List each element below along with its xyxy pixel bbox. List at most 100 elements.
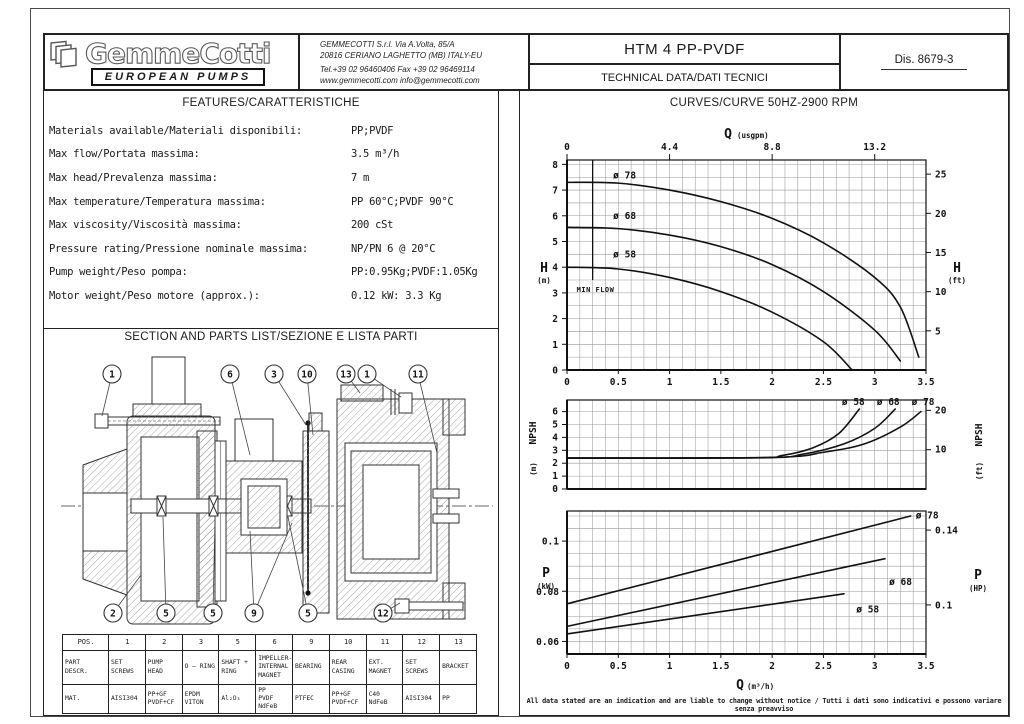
parts-table-cell: AISI304 <box>402 684 441 714</box>
curve-label: ø 78 <box>916 511 939 522</box>
x-bottom-tick: 2.5 <box>815 377 832 388</box>
callout-1 <box>102 364 122 384</box>
y-left-tick: 4 <box>552 432 558 443</box>
parts-table-cell: SET SCREWS <box>108 650 146 685</box>
parts-table-cell: SET SCREWS <box>402 650 441 685</box>
parts-table-cell: PTFEC <box>291 684 330 714</box>
feature-value: 3.5 m³/h <box>351 148 400 161</box>
callout-number: 9 <box>251 608 257 619</box>
logo-stack-icon <box>50 40 77 68</box>
y-right-axis-unit: (ft) <box>948 276 966 285</box>
feature-value: PP 60°C;PVDF 90°C <box>351 195 454 208</box>
curve-label: ø 58 <box>613 249 636 260</box>
feature-row: Max temperature/Temperatura massima: PP 6… <box>49 190 495 214</box>
callout-12 <box>373 603 393 623</box>
parts-table-cell: Al₂O₃ <box>218 684 257 714</box>
company-info: GEMMECOTTI S.r.l. Via A.Volta, 85/A 2081… <box>298 33 530 91</box>
company-line: www.gemmecotti.com info@gemmecotti.com <box>320 75 480 85</box>
x-bottom-tick: 2.5 <box>815 661 832 672</box>
features-list: Materials available/Materiali disponibil… <box>49 119 495 308</box>
parts-table-cell: IMPELLER- INTERNAL MAGNET <box>255 650 293 685</box>
y-left-tick: 0.08 <box>536 587 559 598</box>
y-right-tick: 10 <box>935 287 947 298</box>
parts-table-cell: EXT. MAGNET <box>365 650 404 685</box>
x-bottom-tick: 3.5 <box>917 377 934 388</box>
x-bottom-axis-title: Q <box>736 678 744 693</box>
x-top-axis-unit: (usgpm) <box>737 131 769 140</box>
feature-value: PP:0.95Kg;PVDF:1.05Kg <box>351 266 478 279</box>
x-bottom-tick: 1.5 <box>712 661 729 672</box>
curve-ø78 <box>566 181 920 358</box>
curve-ø68 <box>566 226 902 362</box>
callout-number: 2 <box>110 608 116 619</box>
feature-row: Pump weight/Peso pompa: PP:0.95Kg;PVDF:1.… <box>49 261 495 285</box>
y-right-tick: 20 <box>935 405 947 416</box>
x-bottom-tick: 0.5 <box>610 661 627 672</box>
feature-row: Pressure rating/Pressione nominale massi… <box>49 237 495 261</box>
callout-number: 6 <box>227 369 233 380</box>
y-left-tick: 3 <box>552 445 558 456</box>
bolt-12 <box>394 598 410 614</box>
y-left-tick: 8 <box>552 160 558 171</box>
feature-label: Max temperature/Temperatura massima: <box>49 195 266 208</box>
y-left-axis-unit: (m) <box>529 462 538 476</box>
y-right-tick: 0.14 <box>935 526 958 537</box>
curve-label: ø 78 <box>613 171 636 182</box>
feature-value: 200 cSt <box>351 219 394 232</box>
y-left-tick: 3 <box>552 288 558 299</box>
feature-row: Max head/Prevalenza massima:7 m <box>49 166 495 190</box>
y-left-tick: 0 <box>552 484 558 495</box>
min-flow-label: MIN FLOW <box>577 286 615 294</box>
y-left-tick: 5 <box>552 420 558 431</box>
feature-label: Pressure rating/Pressione nominale massi… <box>49 242 308 255</box>
parts-table-cell: 12 <box>402 634 441 651</box>
rear-casing <box>302 430 330 614</box>
drawing-number: Dis. 8679-3 <box>880 54 968 70</box>
callout-number: 13 <box>340 369 352 380</box>
parts-table-cell: 3 <box>181 634 220 651</box>
parts-table-cell: 10 <box>328 634 367 651</box>
curve-label: ø 68 <box>889 577 912 588</box>
callout-6 <box>220 364 240 384</box>
drawing-number-box: Dis. 8679-3 <box>839 33 1009 91</box>
curve-label: ø 68 <box>877 397 900 408</box>
set-screw-left <box>94 413 109 429</box>
parts-table-cell: C40 NdFeB <box>365 684 404 714</box>
feature-value: 0.12 kW: 3.3 Kg <box>351 289 442 302</box>
x-bottom-tick: 0.5 <box>610 377 627 388</box>
logo: GemmeCotti <box>50 36 272 71</box>
callout-13 <box>336 364 356 384</box>
x-bottom-tick: 1.5 <box>712 377 729 388</box>
callout-number: 5 <box>163 608 169 619</box>
y-left-axis-unit: (kW) <box>537 582 555 591</box>
curve-ø68 <box>566 408 897 459</box>
callout-9 <box>244 603 264 623</box>
parts-table-cell: PP <box>439 684 477 714</box>
disclaimer-note: All data stated are an indication and ar… <box>526 697 1002 713</box>
y-right-axis-title: NPSH <box>974 423 985 446</box>
x-top-axis-title: Q <box>724 127 732 142</box>
x-bottom-tick: 1 <box>667 377 673 388</box>
callout-5 <box>156 603 176 623</box>
feature-label: Pump weight/Peso pompa: <box>49 266 188 279</box>
y-right-tick: 15 <box>935 248 947 259</box>
parts-table-cell: 5 <box>218 634 257 651</box>
callout-5 <box>203 603 223 623</box>
y-left-tick: 5 <box>552 237 558 248</box>
section-title: SECTION AND PARTS LIST/SEZIONE E LISTA P… <box>124 331 418 343</box>
logo-tagline: EUROPEAN PUMPS <box>91 68 265 86</box>
curve-ø58 <box>566 266 853 371</box>
curves-title: CURVES/CURVE 50HZ-2900 RPM <box>669 97 859 109</box>
y-left-tick: 4 <box>552 263 558 274</box>
title-box: HTM 4 PP-PVDF TECHNICAL DATA/DATI TECNIC… <box>528 33 841 91</box>
feature-row: Motor weight/Peso motore (approx.):0.12 … <box>49 284 495 308</box>
feature-row: Max flow/Portata massima:3.5 m³/h <box>49 143 495 167</box>
drawing-sheet-frame <box>30 8 1010 717</box>
company-line: 20816 CERIANO LAGHETTO (MB) ITALY-EU <box>320 50 482 60</box>
feature-value: NP/PN 6 @ 20°C <box>351 242 436 255</box>
x-top-tick: 13.2 <box>863 142 886 153</box>
parts-table-cell: PP PVDF NdFeB <box>255 684 293 714</box>
